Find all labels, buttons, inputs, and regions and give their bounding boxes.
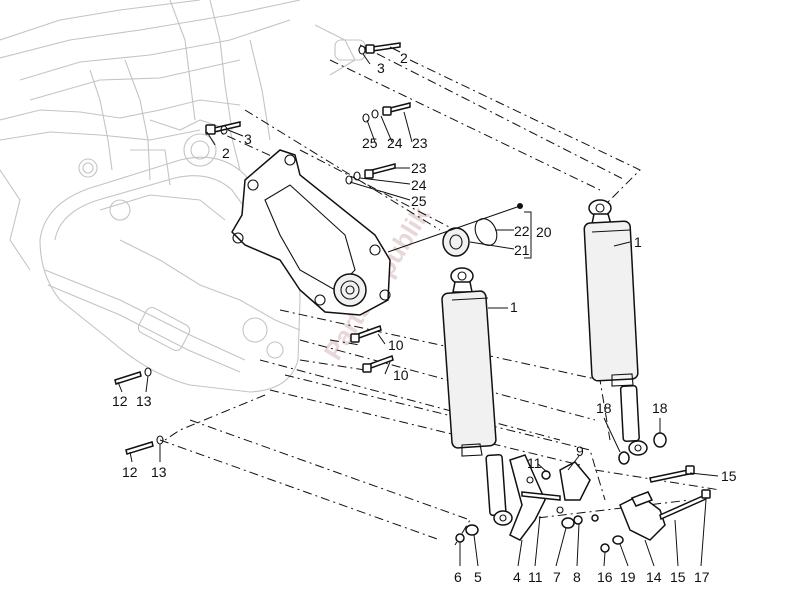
- callout-25-upper: 25: [362, 135, 378, 151]
- shock-absorber-right: [583, 199, 648, 456]
- callout-2-left: 2: [222, 145, 230, 161]
- callout-12-lower: 12: [122, 464, 138, 480]
- callout-1-right: 1: [634, 234, 642, 250]
- callout-14: 14: [646, 569, 662, 585]
- callout-24-middle: 24: [411, 177, 427, 193]
- callout-20: 20: [536, 224, 552, 240]
- callout-7: 7: [553, 569, 561, 585]
- callout-2-top: 2: [400, 50, 408, 66]
- engine-ghost: [39, 119, 301, 393]
- callout-18-left: 18: [596, 400, 612, 416]
- callout-10-upper: 10: [388, 337, 404, 353]
- callout-8: 8: [573, 569, 581, 585]
- callout-13-upper: 13: [136, 393, 152, 409]
- callout-15-right: 15: [721, 468, 737, 484]
- frame-ghost: [0, 0, 366, 271]
- assembly-lines: [159, 44, 721, 546]
- callout-labels: 1 1 2 2 3 3 4 5 6 7 8 9 10 10 11 11 12 1…: [112, 50, 737, 585]
- callout-11-lower: 11: [528, 569, 543, 585]
- callout-13-lower: 13: [151, 464, 167, 480]
- engine-support-bracket: [231, 149, 391, 316]
- callout-15-bottom: 15: [670, 569, 686, 585]
- shock-absorber-left: [441, 267, 513, 526]
- bolts-and-washers: [114, 42, 711, 553]
- callout-10-lower: 10: [393, 367, 409, 383]
- callout-4: 4: [513, 569, 521, 585]
- callout-23-middle: 23: [411, 160, 427, 176]
- callout-5: 5: [474, 569, 482, 585]
- callout-24-upper: 24: [387, 135, 403, 151]
- callout-16: 16: [597, 569, 613, 585]
- callout-3-top: 3: [377, 60, 385, 76]
- callout-19: 19: [620, 569, 636, 585]
- callout-23-upper: 23: [412, 135, 428, 151]
- callout-18-right: 18: [652, 400, 668, 416]
- callout-21: 21: [514, 242, 530, 258]
- callout-11-upper: 11: [527, 455, 542, 471]
- callout-22: 22: [514, 223, 530, 239]
- callout-25-middle: 25: [411, 193, 427, 209]
- callout-9: 9: [576, 443, 584, 459]
- leader-lines: [117, 46, 719, 567]
- callout-17: 17: [694, 569, 710, 585]
- bearing-assembly: [442, 218, 498, 257]
- callout-12-upper: 12: [112, 393, 128, 409]
- callout-3-left: 3: [244, 131, 252, 147]
- callout-6: 6: [454, 569, 462, 585]
- callout-1-left: 1: [510, 299, 518, 315]
